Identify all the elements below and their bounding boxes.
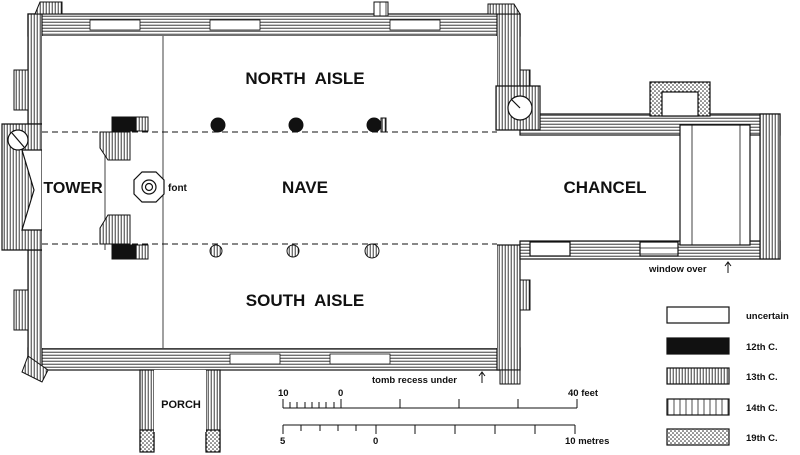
north-arcade-piers xyxy=(99,116,387,161)
scale-metres-right: 10 metres xyxy=(565,436,609,447)
legend-item: 13th C. xyxy=(666,367,778,385)
pier-south-1 xyxy=(209,244,223,258)
legend-label: 19th C. xyxy=(746,433,778,444)
east-wall-lower xyxy=(496,244,521,371)
scale-feet-zero: 0 xyxy=(338,388,343,399)
porch xyxy=(139,369,221,453)
up-arrow-icon xyxy=(724,261,732,273)
label-font: font xyxy=(168,183,188,194)
pier-south-3 xyxy=(364,243,380,259)
legend-item: uncertain xyxy=(666,306,789,324)
sanctuary xyxy=(679,124,751,246)
south-arcade-piers xyxy=(99,214,380,260)
legend-swatch-13c xyxy=(666,367,730,385)
legend-label: 13th C. xyxy=(746,372,778,383)
pier-north-3 xyxy=(366,117,382,133)
font-symbol xyxy=(133,171,165,203)
legend-item: 14th C. xyxy=(666,398,778,416)
chancel-walls xyxy=(495,81,781,260)
legend-item: 12th C. xyxy=(666,337,778,355)
legend-swatch-uncertain xyxy=(666,306,730,324)
annotation-window-over: window over xyxy=(648,264,707,275)
west-wall-lower xyxy=(27,249,43,371)
legend-label: 12th C. xyxy=(746,342,778,353)
aisle-windows xyxy=(89,19,441,365)
legend-swatch-19c xyxy=(666,428,730,446)
scale-feet-right: 40 feet xyxy=(568,388,599,399)
chancel-east-wall xyxy=(759,113,781,260)
scale-metres-zero: 0 xyxy=(373,436,378,447)
west-wall-upper xyxy=(27,13,43,125)
legend-swatch-12c xyxy=(666,337,730,355)
up-arrow-icon xyxy=(478,371,486,383)
pier-south-2 xyxy=(286,244,300,258)
label-tower: TOWER xyxy=(43,180,103,197)
legend-item: 19th C. xyxy=(666,428,778,446)
scale-feet-left: 10 xyxy=(278,388,289,399)
label-north-aisle: NORTH AISLE xyxy=(245,69,364,88)
label-nave: NAVE xyxy=(282,178,328,197)
legend-swatch-14c xyxy=(666,398,730,416)
legend: uncertain 12th C. 13th C. 14th C. 19th C… xyxy=(666,306,789,446)
label-chancel: CHANCEL xyxy=(563,178,646,197)
annotation-tomb-recess: tomb recess under xyxy=(372,375,457,386)
scale-feet xyxy=(282,399,578,409)
legend-label: uncertain xyxy=(746,311,789,322)
scale-metres-left: 5 xyxy=(280,436,286,447)
pier-north-2 xyxy=(288,117,304,133)
label-porch: PORCH xyxy=(161,399,201,411)
legend-label: 14th C. xyxy=(746,403,778,414)
tower-west-wall xyxy=(1,123,43,251)
label-south-aisle: SOUTH AISLE xyxy=(246,291,364,310)
scale-metres xyxy=(282,424,576,434)
pier-12c-north xyxy=(111,116,137,132)
pier-north-1 xyxy=(210,117,226,133)
buttresses xyxy=(13,1,531,385)
pier-12c-south xyxy=(111,244,137,260)
